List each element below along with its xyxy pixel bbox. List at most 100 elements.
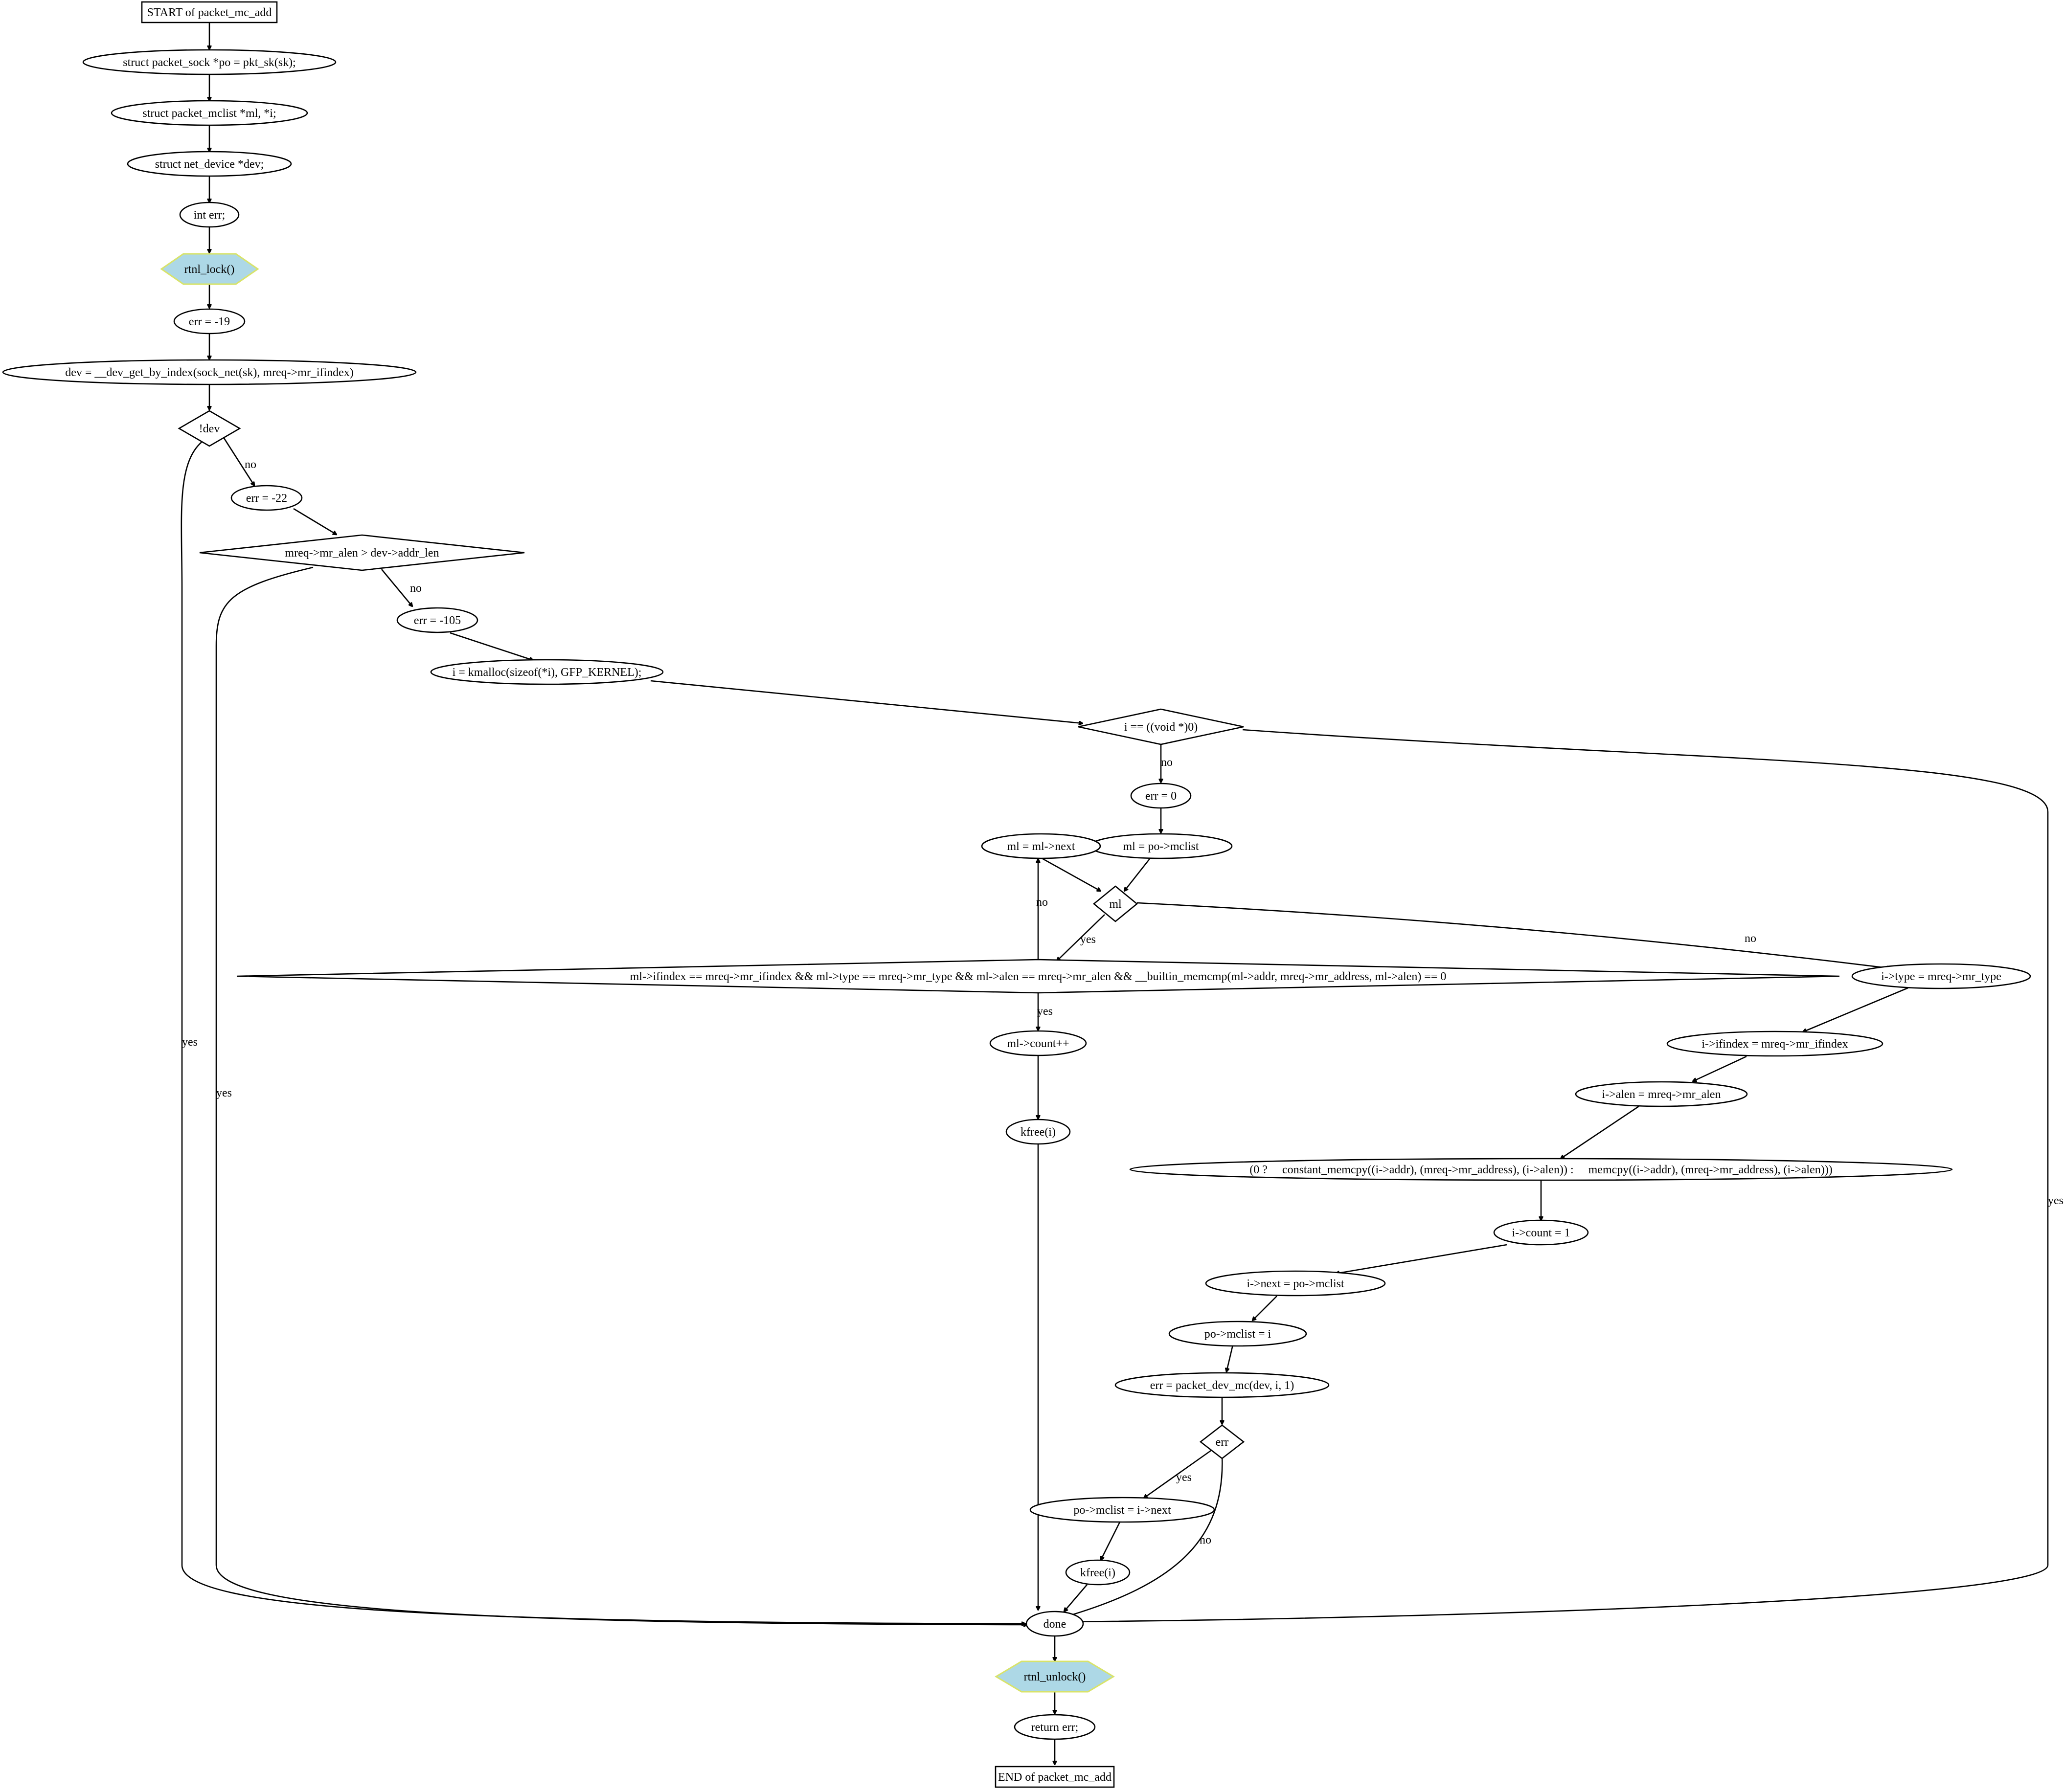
svg-text:i == ((void *)0): i == ((void *)0)	[1124, 721, 1198, 734]
node-err-decl: int err;	[179, 202, 240, 228]
node-count-inc: ml->count++	[989, 1030, 1087, 1056]
node-return: return err;	[1014, 1714, 1096, 1740]
node-kmalloc: i = kmalloc(sizeof(*i), GFP_KERNEL);	[430, 659, 664, 685]
svg-text:ml->ifindex == mreq->mr_ifinde: ml->ifindex == mreq->mr_ifindex && ml->t…	[630, 970, 1447, 983]
svg-text:END of packet_mc_add: END of packet_mc_add	[998, 1771, 1111, 1784]
edge-mlnext-ml	[1041, 857, 1101, 891]
edge-label-match-no: no	[1036, 896, 1048, 909]
svg-text:(0 ? constant_memcpy((i->a: (0 ? constant_memcpy((i->addr), (mreq->m…	[1249, 1164, 1832, 1176]
edge-err105-kmalloc	[450, 632, 533, 660]
svg-text:dev = __dev_get_by_index(sock_: dev = __dev_get_by_index(sock_net(sk), m…	[65, 366, 354, 379]
edge-itype-iifindex	[1803, 987, 1908, 1032]
edge-mlpo-ml	[1124, 858, 1151, 891]
node-i-count: i->count = 1	[1493, 1219, 1589, 1246]
edge-inull-done	[1072, 729, 2049, 1622]
node-i-next: i->next = po->mclist	[1205, 1270, 1386, 1297]
node-kfree-1: kfree(i)	[1005, 1119, 1071, 1145]
svg-text:i->type = mreq->mr_type: i->type = mreq->mr_type	[1881, 970, 2001, 983]
svg-text:i->alen = mreq->mr_alen: i->alen = mreq->mr_alen	[1602, 1088, 1721, 1101]
node-get-dev: dev = __dev_get_by_index(sock_net(sk), m…	[2, 359, 417, 385]
node-end: END of packet_mc_add	[995, 1766, 1115, 1788]
svg-text:err = -22: err = -22	[246, 492, 287, 505]
svg-text:ml->count++: ml->count++	[1007, 1037, 1069, 1050]
decision-i-null: i == ((void *)0)	[1078, 708, 1244, 745]
node-ml-decl: struct packet_mclist *ml, *i;	[111, 100, 308, 126]
svg-text:kfree(i): kfree(i)	[1021, 1126, 1056, 1139]
svg-text:rtnl_unlock(): rtnl_unlock()	[1024, 1671, 1086, 1683]
node-ml-next: ml = ml->next	[981, 833, 1101, 859]
edge-label-notdev-yes: yes	[182, 1036, 198, 1049]
svg-text:ml = po->mclist: ml = po->mclist	[1123, 840, 1199, 853]
edge-err-pomclist2	[1144, 1449, 1213, 1498]
edges	[181, 22, 2049, 1765]
node-memcpy: (0 ? constant_memcpy((i->addr), (mreq->m…	[1129, 1158, 1953, 1181]
edge-label-inull-yes: yes	[2048, 1194, 2064, 1207]
decision-alen: mreq->mr_alen > dev->addr_len	[199, 534, 525, 571]
node-err-0: err = 0	[1130, 783, 1192, 809]
node-rtnl-unlock: rtnl_unlock()	[995, 1660, 1115, 1693]
node-err-19: err = -19	[173, 308, 246, 335]
svg-text:ml = ml->next: ml = ml->next	[1007, 840, 1075, 853]
svg-text:return err;: return err;	[1031, 1721, 1079, 1734]
svg-text:mreq->mr_alen > dev->addr_len: mreq->mr_alen > dev->addr_len	[285, 547, 439, 560]
svg-text:err = packet_dev_mc(dev, i, 1): err = packet_dev_mc(dev, i, 1)	[1150, 1379, 1294, 1392]
node-po-decl: struct packet_sock *po = pkt_sk(sk);	[82, 49, 337, 75]
node-po-mclist-next: po->mclist = i->next	[1029, 1497, 1215, 1523]
edge-label-err-no: no	[1200, 1534, 1211, 1546]
edge-pomclist2-kfree2	[1101, 1521, 1121, 1560]
edge-icount-inext	[1336, 1244, 1507, 1274]
edge-alen-done	[215, 566, 1027, 1625]
node-i-alen: i->alen = mreq->mr_alen	[1575, 1081, 1748, 1107]
edge-labels: no yes no yes no yes yes no no yes yes n…	[182, 458, 2064, 1546]
node-i-ifindex: i->ifindex = mreq->mr_ifindex	[1666, 1030, 1883, 1057]
svg-text:i->next = po->mclist: i->next = po->mclist	[1247, 1277, 1344, 1290]
node-po-mclist-i: po->mclist = i	[1168, 1321, 1307, 1347]
svg-text:rtnl_lock(): rtnl_lock()	[184, 263, 235, 276]
decision-not-dev: !dev	[178, 410, 241, 447]
edge-label-notdev-no: no	[245, 458, 256, 471]
svg-text:kfree(i): kfree(i)	[1080, 1567, 1115, 1579]
edge-ml-match	[1057, 914, 1105, 961]
svg-text:done: done	[1043, 1618, 1066, 1631]
svg-text:int err;: int err;	[194, 209, 226, 222]
svg-text:ml: ml	[1109, 898, 1122, 911]
edge-pomclist-devmc	[1226, 1344, 1234, 1372]
edge-kfree2-done	[1064, 1584, 1088, 1612]
node-start: START of packet_mc_add	[141, 1, 278, 23]
svg-text:START of packet_mc_add: START of packet_mc_add	[147, 6, 272, 19]
edge-label-ml-yes: yes	[1080, 933, 1096, 946]
svg-text:i->count = 1: i->count = 1	[1512, 1227, 1570, 1239]
edge-err-done	[1066, 1455, 1223, 1616]
svg-text:err: err	[1216, 1436, 1229, 1449]
edge-label-match-yes: yes	[1037, 1005, 1053, 1018]
node-i-type: i->type = mreq->mr_type	[1851, 963, 2031, 989]
node-kfree-2: kfree(i)	[1065, 1559, 1131, 1586]
node-err-22: err = -22	[230, 485, 303, 511]
node-dev-decl: struct net_device *dev;	[127, 151, 292, 177]
svg-text:struct packet_sock *po = pkt_s: struct packet_sock *po = pkt_sk(sk);	[123, 56, 295, 69]
node-err-105: err = -105	[396, 607, 478, 633]
svg-text:err = 0: err = 0	[1145, 790, 1177, 803]
svg-text:err = -19: err = -19	[189, 315, 230, 328]
svg-text:po->mclist = i->next: po->mclist = i->next	[1073, 1504, 1171, 1517]
edge-label-ml-no: no	[1745, 932, 1756, 945]
node-done: done	[1025, 1611, 1084, 1637]
svg-text:struct net_device *dev;: struct net_device *dev;	[155, 158, 264, 171]
edge-label-alen-no: no	[410, 582, 422, 595]
edge-kmalloc-inull	[650, 680, 1083, 723]
svg-text:i = kmalloc(sizeof(*i), GFP_KE: i = kmalloc(sizeof(*i), GFP_KERNEL);	[453, 666, 642, 679]
decision-err: err	[1199, 1424, 1245, 1459]
svg-text:i->ifindex = mreq->mr_ifindex: i->ifindex = mreq->mr_ifindex	[1701, 1038, 1848, 1051]
decision-ml: ml	[1092, 885, 1138, 922]
edge-err22-alen	[293, 508, 337, 535]
edge-alen-err105	[381, 569, 412, 606]
edge-ialen-memcpy	[1561, 1105, 1639, 1159]
edge-iifindex-ialen	[1693, 1055, 1747, 1081]
edge-notdev-done	[181, 442, 1025, 1624]
edge-label-inull-no: no	[1161, 756, 1173, 769]
edge-notdev-err22	[223, 438, 254, 486]
svg-text:err = -105: err = -105	[414, 614, 461, 627]
edge-ml-itype	[1136, 902, 1891, 968]
